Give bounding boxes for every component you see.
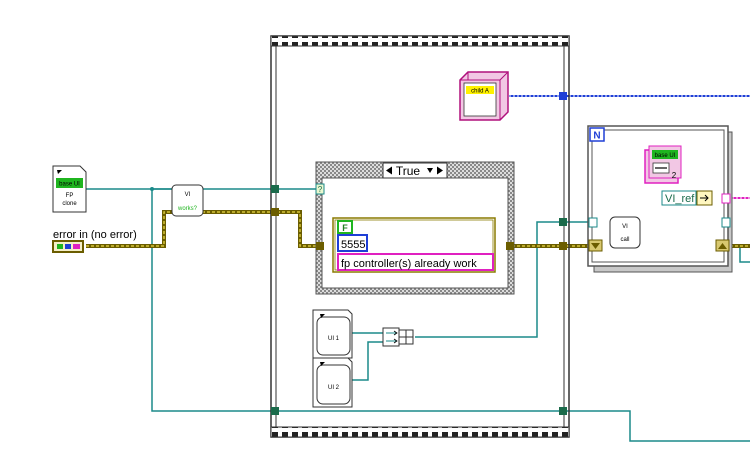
svg-text:VI: VI	[185, 192, 191, 198]
fp-clone-vi[interactable]: base UI FP clone	[52, 165, 87, 213]
svg-text:base UI: base UI	[59, 182, 80, 188]
loop-index-terminal[interactable]	[588, 217, 598, 228]
svg-text:clone: clone	[62, 201, 77, 207]
svg-text:F: F	[342, 223, 348, 233]
up-arrow-icon	[718, 243, 727, 249]
svg-text:FP: FP	[66, 193, 74, 199]
down-arrow-icon	[591, 243, 600, 249]
case-selector-terminal[interactable]: ?	[315, 183, 325, 195]
vi-glyph-icon	[320, 314, 325, 318]
ref-wire-ui2-to-build[interactable]	[352, 341, 383, 381]
vi-ref-index-node[interactable]: VI_ref	[661, 190, 713, 206]
ui1-reference[interactable]: UI 1	[312, 309, 353, 359]
error-in-string-icon	[73, 244, 80, 249]
error-code-field[interactable]	[337, 234, 368, 252]
loop-count-terminal[interactable]: N	[589, 127, 605, 142]
error-in-bool-icon	[57, 244, 63, 249]
shift-register-left[interactable]	[588, 239, 603, 252]
tunnel-ref-right[interactable]	[559, 218, 567, 226]
svg-text:VI_ref: VI_ref	[665, 193, 695, 205]
tunnel-ref-bottom-right[interactable]	[559, 407, 567, 415]
base-ui-ref-constant[interactable]: base UI 2	[644, 145, 682, 184]
tunnel-error-in[interactable]	[271, 208, 279, 216]
selector-dropdown-icon[interactable]	[427, 168, 433, 173]
case-tunnel-error-out[interactable]	[506, 242, 514, 250]
svg-text:fp controller(s) already work: fp controller(s) already work	[341, 258, 477, 270]
loop-tunnel-child-ref[interactable]	[559, 92, 567, 100]
case-selector-label[interactable]: True	[382, 162, 448, 179]
ref-wire-bottom-through[interactable]	[275, 410, 750, 442]
error-in-control[interactable]: error in (no error)	[52, 229, 137, 253]
svg-text:UI 1: UI 1	[328, 336, 340, 342]
vi-call-subvi[interactable]: VI call	[609, 216, 641, 249]
svg-text:VI: VI	[622, 224, 628, 230]
svg-text:child A: child A	[471, 89, 489, 95]
tunnel-ref-bottom-left[interactable]	[271, 407, 279, 415]
tunnel-ref-in[interactable]	[271, 185, 279, 193]
svg-text:call: call	[620, 237, 629, 243]
error-status-indicator[interactable]	[337, 220, 353, 234]
svg-text:works?: works?	[177, 206, 198, 212]
shift-register-right[interactable]	[715, 239, 730, 252]
case-tunnel-error-in[interactable]	[316, 242, 324, 250]
selector-left-arrow-icon[interactable]	[386, 166, 392, 175]
svg-text:5555: 5555	[341, 239, 365, 251]
svg-text:N: N	[593, 131, 600, 142]
svg-text:base UI: base UI	[655, 153, 676, 159]
loop-tunnel-string[interactable]	[721, 193, 731, 204]
wire-junction	[150, 187, 154, 191]
loop-tunnel-ref-out[interactable]	[721, 217, 731, 228]
svg-text:UI 2: UI 2	[328, 385, 340, 391]
build-array-node[interactable]	[382, 327, 414, 347]
vi-glyph-icon	[57, 170, 62, 174]
error-in-code-icon	[65, 244, 71, 249]
sequence-frame[interactable]	[270, 35, 570, 438]
vi-works-subvi[interactable]: VI works?	[171, 184, 204, 217]
error-in-label: error in (no error)	[53, 229, 137, 241]
error-message-field[interactable]	[337, 253, 494, 271]
svg-text:2: 2	[672, 171, 677, 180]
child-a-reference[interactable]: child A	[459, 71, 509, 121]
case-selector-value: True	[396, 164, 421, 178]
svg-text:?: ?	[318, 185, 323, 194]
selector-right-arrow-icon[interactable]	[437, 166, 443, 175]
vi-glyph-icon	[320, 362, 325, 366]
ref-wire-array-out[interactable]	[415, 221, 563, 338]
ui2-reference[interactable]: UI 2	[312, 357, 353, 408]
error-cluster-constant[interactable]: F 5555 fp controller(s) already work	[332, 217, 496, 273]
tunnel-error-right[interactable]	[559, 242, 567, 250]
ref-wire-down-left[interactable]	[151, 189, 275, 412]
bundle-arrow-icon	[700, 194, 709, 202]
